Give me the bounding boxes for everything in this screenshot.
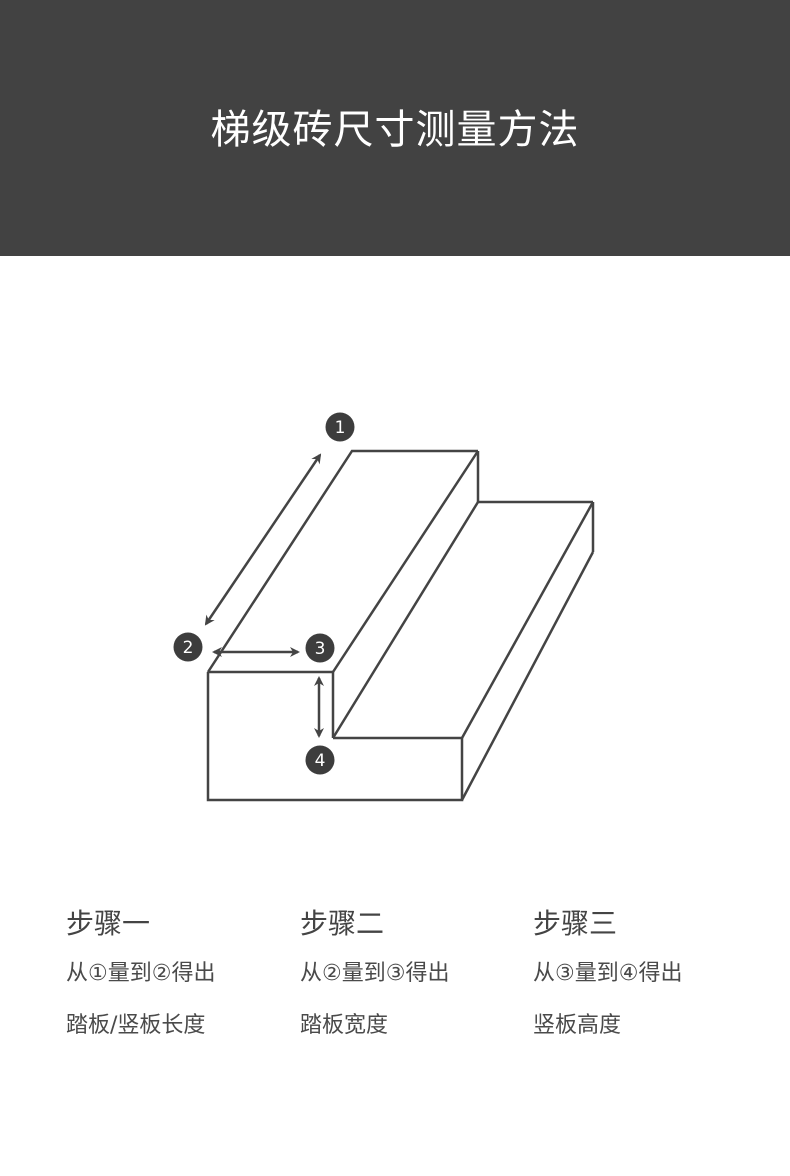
step-result: 竖板高度 (533, 1013, 622, 1038)
marker-4: 4 (305, 745, 335, 775)
step-title: 步骤二 (300, 907, 385, 940)
svg-text:4: 4 (315, 751, 326, 771)
step-title: 步骤三 (533, 907, 618, 940)
marker-1: 1 (325, 412, 355, 442)
step-instruction: 从③量到④得出 (533, 961, 683, 986)
marker-3: 3 (305, 633, 335, 663)
header-banner: 梯级砖尺寸测量方法 (0, 0, 790, 256)
step-result: 踏板/竖板长度 (66, 1013, 206, 1038)
double-arrow-diagonal-icon (204, 453, 322, 626)
svg-text:2: 2 (183, 638, 194, 658)
stair-outline (206, 449, 595, 802)
step-instruction: 从②量到③得出 (300, 961, 450, 986)
step-result: 踏板宽度 (300, 1013, 389, 1038)
step-title: 步骤一 (66, 907, 151, 940)
marker-2: 2 (173, 632, 203, 662)
svg-text:3: 3 (315, 639, 326, 659)
svg-text:1: 1 (335, 418, 346, 438)
step-instruction: 从①量到②得出 (66, 961, 216, 986)
page-title: 梯级砖尺寸测量方法 (210, 107, 580, 153)
